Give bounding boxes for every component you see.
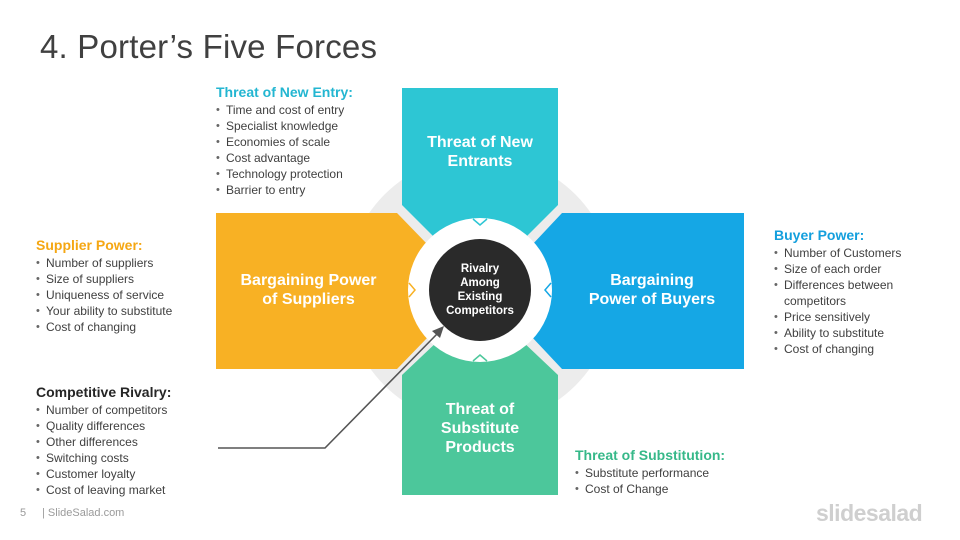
list-item: Technology protection [216, 166, 396, 182]
connector-right [544, 282, 552, 298]
list-item: Other differences [36, 434, 211, 450]
block-top-label: Threat of New Entrants [427, 134, 533, 170]
list-item: Cost of Change [575, 481, 755, 497]
block-right-shape [531, 213, 744, 369]
list-item: Substitute performance [575, 465, 755, 481]
connector-left [408, 282, 416, 298]
group-substitution-heading: Threat of Substitution: [575, 447, 726, 463]
footer-site: | SlideSalad.com [42, 507, 125, 519]
slide-title: 4. Porter’s Five Forces [40, 28, 378, 65]
list-item: Cost of leaving market [36, 482, 211, 498]
list-item: Ability to substitute [774, 325, 924, 341]
list-item: Size of each order [774, 261, 924, 277]
rivalry-pointer-line [218, 332, 439, 449]
slidesalad-logo: slidesalad [816, 500, 923, 526]
group-buyer: Buyer Power: Number of Customers Size of… [774, 227, 924, 357]
rivalry-pointer-arrowhead [432, 326, 444, 338]
group-new-entry-heading: Threat of New Entry: [216, 84, 353, 100]
list-item: Switching costs [36, 450, 211, 466]
list-item: Cost of changing [774, 341, 924, 357]
group-buyer-list: Number of Customers Size of each order D… [774, 245, 924, 357]
page-number: 5 [20, 507, 27, 519]
block-left-shape [216, 213, 429, 369]
list-item: Economies of scale [216, 134, 396, 150]
group-supplier: Supplier Power: Number of suppliers Size… [36, 237, 211, 335]
list-item: Uniqueness of service [36, 287, 211, 303]
group-rivalry-list: Number of competitors Quality difference… [36, 402, 211, 498]
group-substitution: Threat of Substitution: Substitute perfo… [575, 447, 755, 497]
group-substitution-list: Substitute performance Cost of Change [575, 465, 755, 497]
list-item: Cost of changing [36, 319, 211, 335]
list-item: Time and cost of entry [216, 102, 396, 118]
center-circle [429, 239, 531, 341]
list-item: Cost advantage [216, 150, 396, 166]
block-left-label: Bargaining Power of Suppliers [240, 272, 377, 308]
connector-bottom [472, 354, 488, 362]
group-new-entry-list: Time and cost of entry Specialist knowle… [216, 102, 396, 198]
connector-top [472, 218, 488, 226]
list-item: Specialist knowledge [216, 118, 396, 134]
group-rivalry: Competitive Rivalry: Number of competito… [36, 384, 211, 498]
list-item: Quality differences [36, 418, 211, 434]
block-right-label: Bargaining Power of Buyers [588, 272, 716, 308]
center-label: Rivalry Among Existing Competitors [446, 263, 514, 317]
list-item: Your ability to substitute [36, 303, 211, 319]
group-new-entry: Threat of New Entry: Time and cost of en… [216, 84, 396, 198]
group-rivalry-heading: Competitive Rivalry: [36, 384, 172, 400]
block-bottom-label: Threat of Substitute Products [440, 400, 520, 456]
list-item: Number of competitors [36, 402, 211, 418]
group-supplier-list: Number of suppliers Size of suppliers Un… [36, 255, 211, 335]
group-supplier-heading: Supplier Power: [36, 237, 143, 253]
block-top-shape [402, 88, 558, 242]
list-item: Customer loyalty [36, 466, 211, 482]
list-item: Size of suppliers [36, 271, 211, 287]
group-buyer-heading: Buyer Power: [774, 227, 865, 243]
list-item: Price sensitively [774, 309, 924, 325]
list-item: Number of suppliers [36, 255, 211, 271]
list-item: Number of Customers [774, 245, 924, 261]
list-item: Differences between competitors [774, 277, 924, 309]
block-bottom-shape [402, 340, 558, 495]
list-item: Barrier to entry [216, 182, 396, 198]
